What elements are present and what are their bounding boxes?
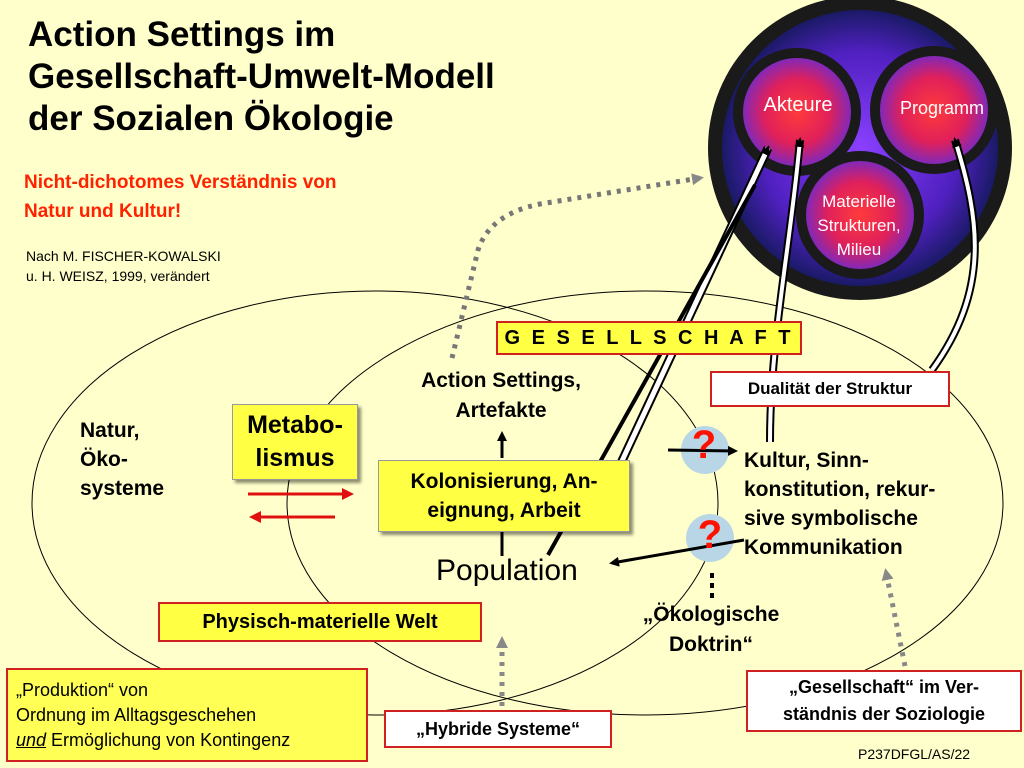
arrow-to-population <box>609 538 745 567</box>
metabo-line-2: lismus <box>255 444 335 472</box>
materielle-strukturen-label: Materielle Strukturen, Milieu <box>796 190 922 262</box>
kolonisierung-box: Kolonisierung, An- eignung, Arbeit <box>378 460 630 532</box>
page-title: Action Settings im Gesellschaft-Umwelt-M… <box>28 14 495 140</box>
gesverst-line-2: ständnis der Soziologie <box>782 704 986 724</box>
natur-ellipse <box>31 290 719 716</box>
subtitle-line-1: Nicht-dichotomes Verständnis von <box>24 172 337 193</box>
materielle-line-2: Strukturen, <box>817 216 901 235</box>
kolon-line-1: Kolonisierung, An- <box>410 470 598 493</box>
natur-label: Natur, Öko- systeme <box>80 416 164 503</box>
produktion-line-1: „Produktion“ von <box>16 680 149 700</box>
natur-line-3: systeme <box>80 477 165 500</box>
title-line-1: Action Settings im <box>28 15 336 54</box>
kolon-line-2: eignung, Arbeit <box>427 499 581 522</box>
natur-line-1: Natur, <box>80 419 140 442</box>
gesverst-line-1: „Gesellschaft“ im Ver- <box>788 677 980 697</box>
produktion-und: und <box>16 730 47 750</box>
metabo-line-1: Metabo- <box>247 411 343 439</box>
kultur-line-4: Kommunikation <box>744 536 903 559</box>
produktion-line-2: Ordnung im Alltagsgeschehen <box>16 705 257 725</box>
produktion-box: „Produktion“ von Ordnung im Alltagsgesch… <box>6 668 368 762</box>
title-line-2: Gesellschaft-Umwelt-Modell <box>28 57 495 96</box>
gesellschaft-soziologie-box: „Gesellschaft“ im Ver- ständnis der Sozi… <box>746 670 1022 732</box>
source-citation: Nach M. FISCHER-KOWALSKI u. H. WEISZ, 19… <box>26 246 221 286</box>
oekol-line-1: „Ökologische <box>642 603 780 626</box>
programm-label: Programm <box>899 98 984 118</box>
oekol-line-2: Doktrin“ <box>669 633 753 656</box>
title-line-3: der Sozialen Ökologie <box>28 99 394 138</box>
materielle-line-3: Milieu <box>836 240 882 259</box>
materielle-line-1: Materielle <box>822 192 896 211</box>
akteure-label: Akteure <box>763 94 833 116</box>
oekologische-doktrin-label: „Ökologische Doktrin“ <box>606 600 816 660</box>
question-mark-2: ? <box>697 513 723 557</box>
population-label: Population <box>436 554 578 587</box>
gesellschaft-ellipse <box>286 290 1004 716</box>
subtitle: Nicht-dichotomes Verständnis von Natur u… <box>24 168 337 226</box>
arrow-to-kultur <box>667 445 738 456</box>
kultur-line-2: konstitution, rekur- <box>744 478 936 501</box>
produktion-line-3-rest: Ermöglichung von Kontingenz <box>46 730 291 750</box>
dotted-gesellschaft-arrow <box>881 568 908 667</box>
dotted-arrow-to-circle <box>449 173 704 359</box>
slide-code: P237DFGL/AS/22 <box>858 746 971 762</box>
source-line-1: Nach M. FISCHER-KOWALSKI <box>26 248 221 264</box>
metabolismus-box: Metabo- lismus <box>232 404 358 480</box>
action-line-2: Artefakte <box>455 399 547 422</box>
subtitle-line-2: Natur und Kultur! <box>24 201 182 222</box>
kultur-line-1: Kultur, Sinn- <box>744 449 869 472</box>
dualitaet-box: Dualität der Struktur <box>710 371 950 407</box>
natur-line-2: Öko- <box>80 448 128 471</box>
produktion-line-3: und Ermöglichung von Kontingenz <box>16 728 366 753</box>
question-mark-1: ? <box>691 423 717 467</box>
hybride-systeme-box: „Hybride Systeme“ <box>384 710 612 748</box>
kultur-label: Kultur, Sinn- konstitution, rekur- sive … <box>744 446 935 562</box>
gesellschaft-box: G E S E L L S C H A F T <box>496 321 802 355</box>
action-line-1: Action Settings, <box>421 369 581 392</box>
action-settings-label: Action Settings, Artefakte <box>386 366 616 426</box>
physisch-materielle-welt-box: Physisch-materielle Welt <box>158 602 482 642</box>
kultur-line-3: sive symbolische <box>744 507 918 530</box>
question-circle-2 <box>686 514 734 562</box>
source-line-2: u. H. WEISZ, 1999, verändert <box>26 268 210 284</box>
